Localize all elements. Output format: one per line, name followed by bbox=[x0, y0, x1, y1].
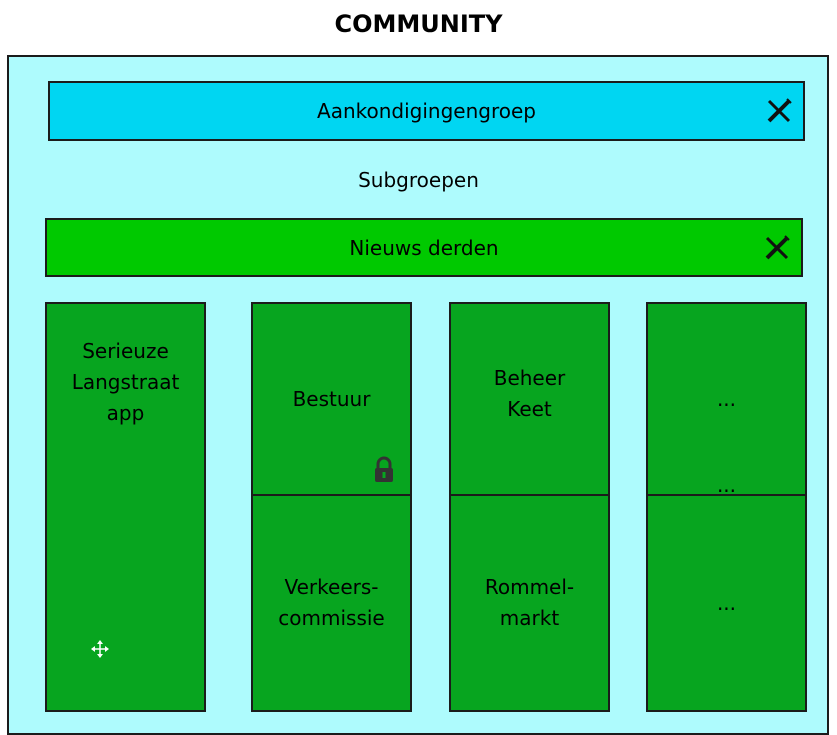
subgroup-column-3: Beheer Keet Rommel- markt bbox=[449, 302, 610, 712]
subgroups-heading: Subgroepen bbox=[358, 168, 479, 192]
announcement-group-bar[interactable]: Aankondigingengroep bbox=[48, 81, 805, 141]
subgroup-tile-placeholder-bottom[interactable]: ... bbox=[716, 590, 737, 615]
tile-label: Serieuze Langstraat app bbox=[71, 338, 180, 425]
news-group-bar[interactable]: Nieuws derden bbox=[45, 218, 803, 277]
announcement-group-label: Aankondigingengroep bbox=[317, 99, 536, 123]
subgroup-tile-bestuur[interactable]: Bestuur bbox=[292, 386, 371, 411]
ellipsis-placeholder: ... bbox=[716, 473, 737, 497]
subgroup-column-2: Bestuur Verkeers- commissie bbox=[251, 302, 412, 712]
subgroup-tile-serieuze-langstraat-app[interactable]: Serieuze Langstraat app bbox=[45, 302, 206, 712]
subgroup-tile-rommelmarkt[interactable]: Rommel- markt bbox=[484, 575, 575, 630]
page-title: COMMUNITY bbox=[334, 10, 503, 38]
tile-divider bbox=[449, 494, 610, 496]
subgroup-tile-beheer-keet[interactable]: Beheer Keet bbox=[493, 366, 566, 421]
lock-icon bbox=[375, 456, 393, 482]
pencil-cross-icon[interactable] bbox=[765, 97, 793, 125]
subgroup-column-4: ... ... ... bbox=[646, 302, 807, 712]
subgroup-tile-placeholder-top[interactable]: ... bbox=[716, 386, 737, 411]
pencil-cross-icon[interactable] bbox=[763, 234, 791, 262]
move-cursor-icon bbox=[91, 640, 109, 658]
tile-divider bbox=[646, 494, 807, 496]
news-group-label: Nieuws derden bbox=[349, 235, 499, 260]
subgroup-tile-verkeerscommissie[interactable]: Verkeers- commissie bbox=[278, 575, 385, 630]
tile-divider bbox=[251, 494, 412, 496]
